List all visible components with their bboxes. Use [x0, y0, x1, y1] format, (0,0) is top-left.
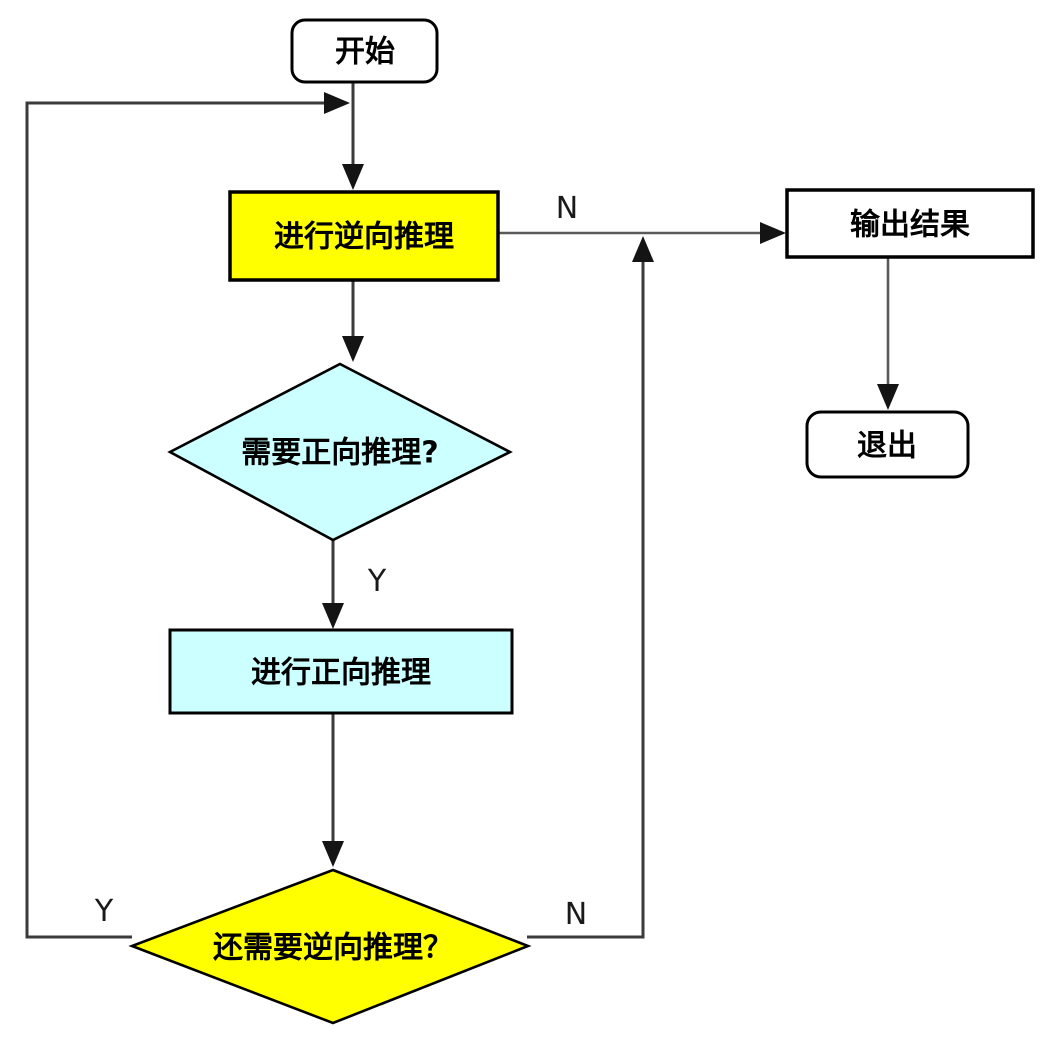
node-forwardq: [167, 362, 513, 542]
edge-backwardq-to-output: [527, 260, 645, 939]
edge-backwardq-loop: [25, 101, 328, 939]
branch-labels: N Y Y N: [94, 191, 587, 932]
node-layer: 开始 进行逆向推理 需要正向推理? 进行正向推理 还需要逆向推理？ 输出结果 退…: [128, 18, 1035, 1025]
node-forwardq-label: 需要正向推理?: [241, 436, 438, 471]
node-start: [290, 18, 439, 84]
arrowhead-into-backwardq: [322, 841, 344, 867]
node-exit: [805, 410, 970, 479]
node-backward-label: 进行逆向推理: [274, 220, 454, 255]
node-forward: [168, 628, 514, 715]
label-y-backwardq: Y: [94, 894, 114, 929]
arrowhead-into-output: [760, 222, 786, 244]
label-y-forwardq: Y: [367, 564, 387, 599]
label-n-backwardq: N: [565, 897, 587, 932]
node-exit-label: 退出: [857, 429, 917, 464]
arrowhead-into-forward: [322, 603, 344, 629]
edge-layer: [25, 82, 899, 939]
node-forward-label: 进行正向推理: [251, 656, 431, 691]
node-backwardq: [128, 868, 532, 1025]
arrowhead-into-forwardq: [342, 336, 364, 362]
node-output-label: 输出结果: [850, 208, 970, 243]
label-n-backward: N: [556, 191, 578, 226]
arrowhead-into-backward: [342, 164, 364, 190]
arrowhead-into-exit: [877, 384, 899, 410]
node-backwardq-label: 还需要逆向推理？: [213, 931, 453, 966]
arrowhead-join-nline: [632, 236, 654, 262]
arrowhead-loop-join: [324, 92, 350, 114]
node-start-label: 开始: [335, 35, 395, 70]
node-backward: [228, 190, 500, 282]
node-output: [785, 188, 1035, 259]
